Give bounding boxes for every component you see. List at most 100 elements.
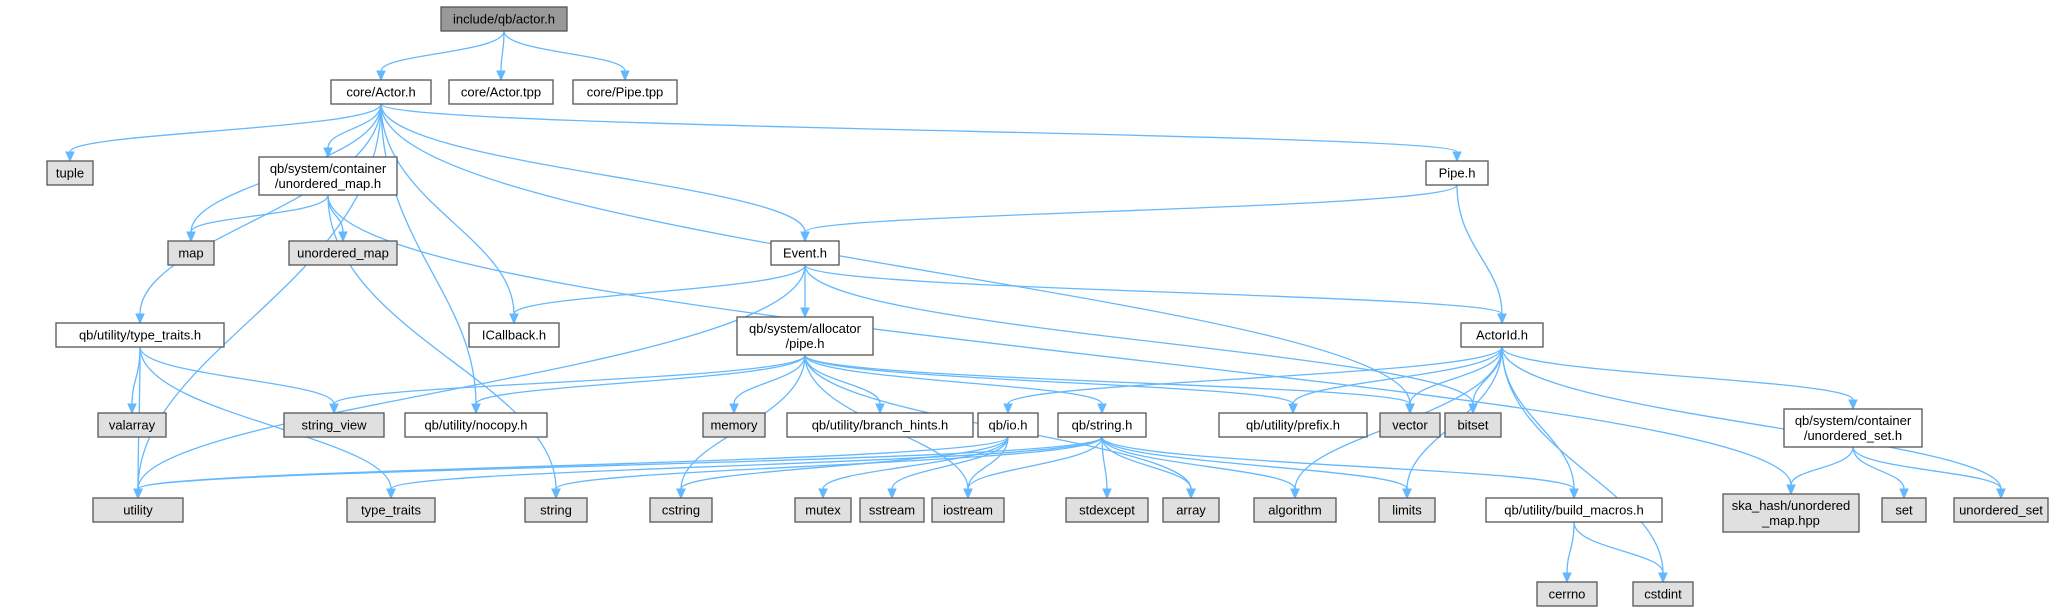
edge-arrowhead — [386, 488, 396, 500]
node-label: bitset — [1457, 418, 1488, 433]
node-root[interactable]: include/qb/actor.h — [440, 6, 568, 32]
edge-actorid_h-to-io_h — [1003, 346, 1503, 415]
edge-string_h-to-stdexcept — [1101, 436, 1112, 500]
edge-line — [190, 194, 329, 233]
edge-arrowhead — [1996, 488, 2006, 500]
edge-pipe_h-to-event_h — [800, 184, 1458, 243]
edge-arrowhead — [551, 488, 561, 500]
node-string: string — [524, 497, 588, 523]
edge-core_actor_h-to-type_traits_h — [135, 103, 382, 325]
edge-arrowhead — [800, 307, 810, 319]
node-box — [288, 240, 398, 266]
node-build-macros-h[interactable]: qb/utility/build_macros.h — [1485, 497, 1663, 523]
node-vector: vector — [1379, 412, 1441, 438]
node-label: string_view — [301, 418, 367, 433]
edge-unordered_set_h-to-unordered_set — [1852, 446, 2006, 500]
node-utility: utility — [92, 497, 184, 523]
node-box — [977, 412, 1039, 438]
edge-arrowhead — [135, 313, 145, 325]
node-box — [283, 412, 385, 438]
node-unordered-map-h[interactable]: qb/system/container/unordered_map.h — [258, 156, 398, 196]
node-allocator-pipe-h[interactable]: qb/system/allocator/pipe.h — [736, 316, 874, 356]
edge-root-to-core_actor_tpp — [496, 30, 506, 82]
edge-line — [1501, 346, 1664, 574]
edge-allocator_pipe_h-to-string_h — [804, 354, 1107, 415]
edge-arrowhead — [127, 403, 137, 415]
node-tuple: tuple — [46, 160, 94, 186]
node-core-actor-h[interactable]: core/Actor.h — [330, 79, 432, 105]
edge-line — [139, 346, 392, 490]
node-label: sstream — [869, 503, 915, 518]
edge-actorid_h-to-cstdint — [1501, 346, 1668, 584]
edge-line — [1101, 436, 1408, 490]
node-event-h[interactable]: Event.h — [770, 240, 840, 266]
node-box — [46, 160, 94, 186]
node-nocopy-h[interactable]: qb/utility/nocopy.h — [404, 412, 548, 438]
edge-core_actor_h-to-tuple — [65, 103, 382, 163]
node-box — [92, 497, 184, 523]
edge-actorid_h-to-unordered_set_h — [1501, 346, 1858, 411]
edge-arrowhead — [133, 488, 143, 500]
node-core-pipe-tpp[interactable]: core/Pipe.tpp — [572, 79, 678, 105]
node-label: type_traits — [361, 503, 421, 518]
edge-actorid_h-to-vector — [1405, 346, 1503, 415]
node-box — [572, 79, 678, 105]
node-box — [1218, 412, 1368, 438]
edge-event_h-to-actorid_h — [804, 264, 1507, 325]
node-map: map — [167, 240, 215, 266]
node-icallback-h[interactable]: ICallback.h — [468, 322, 560, 348]
node-label: qb/system/container — [270, 161, 387, 176]
edge-line — [1007, 346, 1503, 405]
edge-line — [380, 103, 515, 315]
edge-line — [891, 436, 1009, 490]
edge-line — [131, 346, 141, 405]
node-box — [702, 412, 766, 438]
node-unordered-set-h[interactable]: qb/system/container/unordered_set.h — [1783, 408, 1923, 448]
node-io-h[interactable]: qb/io.h — [977, 412, 1039, 438]
edge-arrowhead — [1569, 488, 1579, 500]
edge-core_actor_h-to-pipe_h — [380, 103, 1462, 163]
node-box — [859, 497, 925, 523]
edge-line — [733, 354, 806, 405]
node-pipe-h[interactable]: Pipe.h — [1425, 160, 1489, 186]
edge-arrowhead — [1405, 403, 1415, 415]
node-sstream: sstream — [859, 497, 925, 523]
node-iostream: iostream — [931, 497, 1005, 523]
node-array: array — [1162, 497, 1220, 523]
node-type-traits: type_traits — [346, 497, 436, 523]
edge-line — [804, 264, 1474, 405]
node-label: core/Actor.tpp — [461, 85, 541, 100]
edge-arrowhead — [376, 70, 386, 82]
node-label: Event.h — [783, 246, 827, 261]
edge-arrowhead — [1658, 572, 1668, 584]
node-box — [346, 497, 436, 523]
node-box — [1253, 497, 1337, 523]
edge-build_macros_h-to-cerrno — [1562, 521, 1575, 584]
node-type-traits-h[interactable]: qb/utility/type_traits.h — [55, 322, 225, 348]
edge-line — [327, 194, 1792, 486]
node-box — [1783, 408, 1923, 448]
node-box — [55, 322, 225, 348]
edge-arrowhead — [1786, 484, 1796, 496]
node-string-h[interactable]: qb/string.h — [1057, 412, 1147, 438]
node-label: /unordered_map.h — [275, 176, 381, 191]
node-branch-hints-h[interactable]: qb/utility/branch_hints.h — [786, 412, 974, 438]
node-box — [1953, 497, 2049, 523]
node-label: ICallback.h — [482, 328, 546, 343]
edge-core_actor_h-to-unordered_map_h — [323, 103, 382, 159]
node-core-actor-tpp[interactable]: core/Actor.tpp — [448, 79, 554, 105]
node-unordered-map: unordered_map — [288, 240, 398, 266]
node-prefix-h[interactable]: qb/utility/prefix.h — [1218, 412, 1368, 438]
edge-line — [380, 103, 1411, 405]
node-box — [1379, 412, 1441, 438]
edge-arrowhead — [1848, 399, 1858, 411]
edge-line — [1456, 184, 1503, 315]
edge-pipe_h-to-actorid_h — [1456, 184, 1507, 325]
edge-line — [1501, 346, 1854, 401]
node-actorid-h[interactable]: ActorId.h — [1460, 322, 1544, 348]
edge-line — [1101, 436, 1575, 490]
edge-unordered_map_h-to-map — [186, 194, 329, 243]
node-box — [1881, 497, 1927, 523]
edge-allocator_pipe_h-to-nocopy_h — [471, 354, 806, 415]
